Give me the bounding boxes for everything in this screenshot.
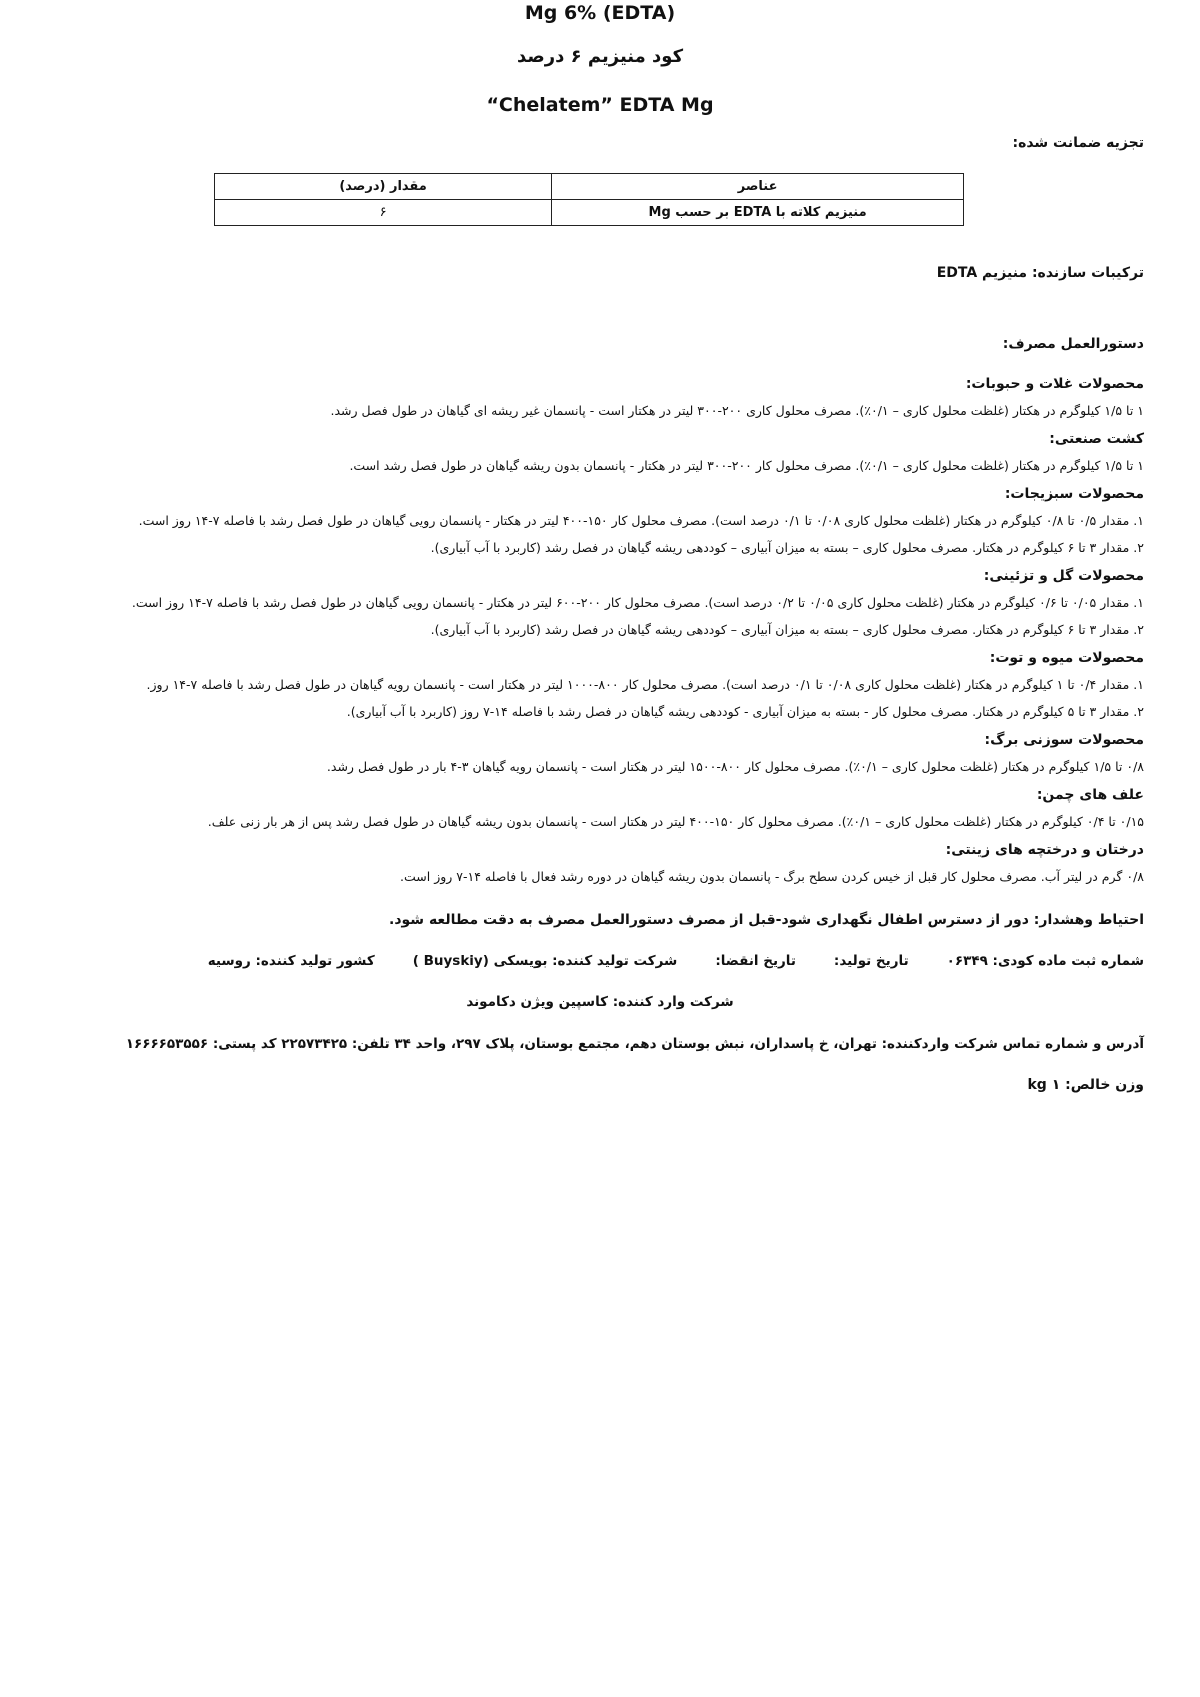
section-heading-cereals: محصولات غلات و حبوبات:: [965, 376, 1144, 392]
instructions-label: دستورالعمل مصرف:: [1002, 336, 1144, 352]
instruction-line: ۲. مقدار ۳ تا ۶ کیلوگرم در هکتار. مصرف م…: [430, 540, 1144, 555]
section-heading-lawn: علف های چمن:: [1036, 787, 1144, 803]
instruction-line: ۰/۱۵ تا ۰/۴ کیلوگرم در هکتار (غلظت محلول…: [207, 814, 1144, 829]
ingredients-line: ترکیبات سازنده: منیزیم EDTA: [936, 265, 1144, 281]
importer-line: شرکت وارد کننده: کاسپین ویژن دکاموند: [466, 994, 734, 1010]
instruction-line: ۰/۸ گرم در لیتر آب. مصرف محلول کار قبل ا…: [400, 869, 1144, 884]
section-heading-fruits: محصولات میوه و توت:: [989, 650, 1144, 666]
warning-line: احتیاط وهشدار: دور از دسترس اطفال نگهدار…: [389, 912, 1144, 928]
instruction-line: ۱ تا ۱/۵ کیلوگرم در هکتار (غلظت محلول کا…: [349, 458, 1144, 473]
product-info-row: شماره ثبت ماده کودی: ۰۶۳۴۹ تاریخ تولید: تا…: [208, 953, 1144, 969]
table-row: منیزیم کلاته با EDTA بر حسب Mg ۶: [213, 199, 964, 226]
table-header-row: عناصر مقدار (درصد): [213, 173, 964, 200]
column-header-amount: مقدار (درصد): [213, 173, 553, 200]
net-weight-line: وزن خالص: ۱ kg: [1027, 1077, 1144, 1093]
product-title-fa: کود منیزیم ۶ درصد: [516, 46, 684, 67]
column-header-elements: عناصر: [551, 173, 964, 200]
manufacturer: شرکت تولید کننده: بویسکی (Buyskiy ): [412, 953, 678, 969]
section-heading-vegetables: محصولات سبزیجات:: [1004, 486, 1144, 502]
section-heading-industrial: کشت صنعتی:: [1049, 431, 1144, 447]
contact-line: آدرس و شماره تماس شرکت واردکننده: تهران،…: [125, 1036, 1144, 1052]
instruction-line: ۱. مقدار ۰/۰۵ تا ۰/۶ کیلوگرم در هکتار (غ…: [131, 595, 1144, 610]
element-cell: منیزیم کلاته با EDTA بر حسب Mg: [551, 199, 964, 226]
section-heading-trees: درختان و درختچه های زینتی:: [945, 842, 1144, 858]
composition-table: عناصر مقدار (درصد) منیزیم کلاته با EDTA …: [213, 173, 964, 226]
instruction-line: ۱. مقدار ۰/۵ تا ۰/۸ کیلوگرم در هکتار (غل…: [138, 513, 1144, 528]
guaranteed-analysis-label: تجزیه ضمانت شده:: [1012, 135, 1144, 151]
production-date: تاریخ تولید:: [833, 953, 909, 969]
instruction-line: ۰/۸ تا ۱/۵ کیلوگرم در هکتار (غلظت محلول …: [326, 759, 1144, 774]
registration-number: شماره ثبت ماده کودی: ۰۶۳۴۹: [946, 953, 1144, 969]
brand-title: “Chelatem” EDTA Mg: [486, 94, 714, 116]
instruction-line: ۱. مقدار ۰/۴ تا ۱ کیلوگرم در هکتار (غلظت…: [146, 677, 1144, 692]
product-title: Mg 6% (EDTA): [524, 2, 676, 24]
instruction-line: ۱ تا ۱/۵ کیلوگرم در هکتار (غلظت محلول کا…: [330, 403, 1144, 418]
expiry-date: تاریخ انقضا:: [715, 953, 796, 969]
instruction-line: ۲. مقدار ۳ تا ۵ کیلوگرم در هکتار. مصرف م…: [346, 704, 1144, 719]
instruction-line: ۲. مقدار ۳ تا ۶ کیلوگرم در هکتار. مصرف م…: [430, 622, 1144, 637]
amount-cell: ۶: [213, 199, 553, 226]
section-heading-conifers: محصولات سوزنی برگ:: [984, 732, 1145, 748]
country: کشور تولید کننده: روسیه: [207, 953, 375, 969]
section-heading-flowers: محصولات گل و تزئینی:: [983, 568, 1144, 584]
